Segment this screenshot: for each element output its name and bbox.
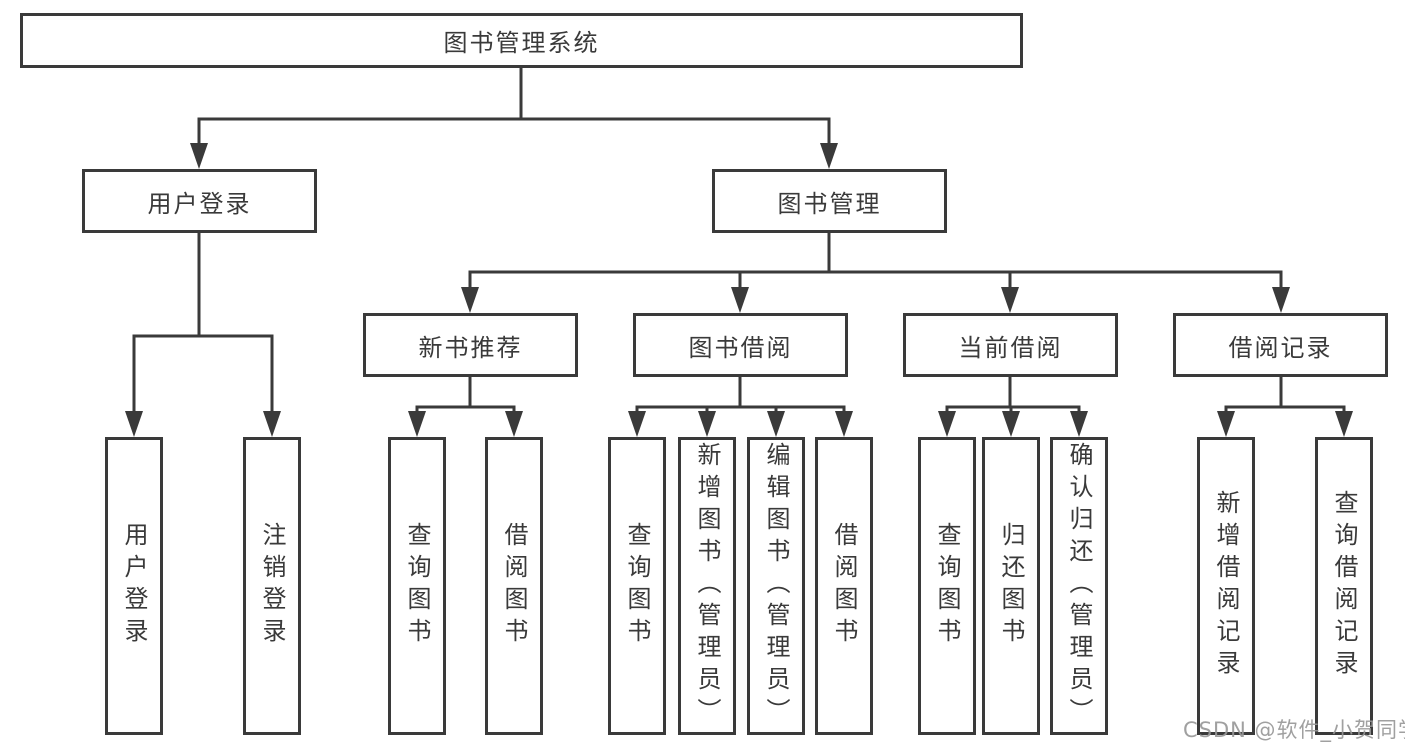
node-label: 图书管理系统 <box>443 29 600 57</box>
node-new-book-recommendation: 新书推荐 <box>363 313 578 377</box>
arrow-down-icon <box>263 411 281 437</box>
arrow-down-icon <box>1002 411 1020 437</box>
leaf-query-borrow-record: 查询借阅记录 <box>1315 437 1373 735</box>
node-label: 查询图书 <box>623 522 651 650</box>
leaf-borrow-books-recommend: 借阅图书 <box>485 437 543 735</box>
leaf-logout: 注销登录 <box>243 437 301 735</box>
node-label: 新增借阅记录 <box>1212 490 1240 682</box>
node-library-system-root: 图书管理系统 <box>20 13 1023 68</box>
node-label: 查询图书 <box>403 522 431 650</box>
arrow-down-icon <box>461 287 479 313</box>
node-label: 注销登录 <box>258 522 286 650</box>
leaf-query-books-current: 查询图书 <box>918 437 976 735</box>
node-label: 编辑图书（管理员） <box>762 442 790 730</box>
leaf-query-books-recommend: 查询图书 <box>388 437 446 735</box>
leaf-user-login: 用户登录 <box>105 437 163 735</box>
leaf-return-book: 归还图书 <box>982 437 1040 735</box>
node-label: 图书管理 <box>777 189 882 218</box>
node-label: 查询借阅记录 <box>1330 490 1358 682</box>
arrow-down-icon <box>835 411 853 437</box>
arrow-down-icon <box>1335 411 1353 437</box>
arrow-down-icon <box>125 411 143 437</box>
node-label: 当前借阅 <box>958 333 1063 362</box>
node-borrowing-records: 借阅记录 <box>1173 313 1388 377</box>
node-label: 借阅图书 <box>830 522 858 650</box>
node-book-management: 图书管理 <box>712 169 947 233</box>
node-label: 归还图书 <box>997 522 1025 650</box>
arrowheads <box>125 143 1353 437</box>
node-label: 查询图书 <box>933 522 961 650</box>
node-label: 新书推荐 <box>418 333 523 362</box>
arrow-down-icon <box>820 143 838 169</box>
node-label: 借阅图书 <box>500 522 528 650</box>
node-current-borrowing: 当前借阅 <box>903 313 1118 377</box>
arrow-down-icon <box>1217 411 1235 437</box>
leaf-add-book-admin: 新增图书（管理员） <box>678 437 736 735</box>
arrow-down-icon <box>1272 287 1290 313</box>
arrow-down-icon <box>698 411 716 437</box>
arrow-down-icon <box>1001 287 1019 313</box>
leaf-borrow-books: 借阅图书 <box>815 437 873 735</box>
node-label: 新增图书（管理员） <box>693 442 721 730</box>
arrow-down-icon <box>408 411 426 437</box>
node-label: 用户登录 <box>147 189 252 218</box>
node-user-login: 用户登录 <box>82 169 317 233</box>
leaf-query-books-borrow: 查询图书 <box>608 437 666 735</box>
arrow-down-icon <box>938 411 956 437</box>
csdn-watermark: CSDN @软件_小贺同学 <box>1183 718 1405 742</box>
node-label: 图书借阅 <box>688 333 793 362</box>
leaf-confirm-return-admin: 确认归还（管理员） <box>1050 437 1108 735</box>
node-label: 借阅记录 <box>1228 333 1333 362</box>
leaf-add-borrow-record: 新增借阅记录 <box>1197 437 1255 735</box>
arrow-down-icon <box>767 411 785 437</box>
node-label: 用户登录 <box>120 522 148 650</box>
arrow-down-icon <box>505 411 523 437</box>
arrow-down-icon <box>628 411 646 437</box>
node-book-borrowing: 图书借阅 <box>633 313 848 377</box>
node-label: 确认归还（管理员） <box>1065 442 1093 730</box>
arrow-down-icon <box>190 143 208 169</box>
leaf-edit-book-admin: 编辑图书（管理员） <box>747 437 805 735</box>
arrow-down-icon <box>1070 411 1088 437</box>
arrow-down-icon <box>731 287 749 313</box>
